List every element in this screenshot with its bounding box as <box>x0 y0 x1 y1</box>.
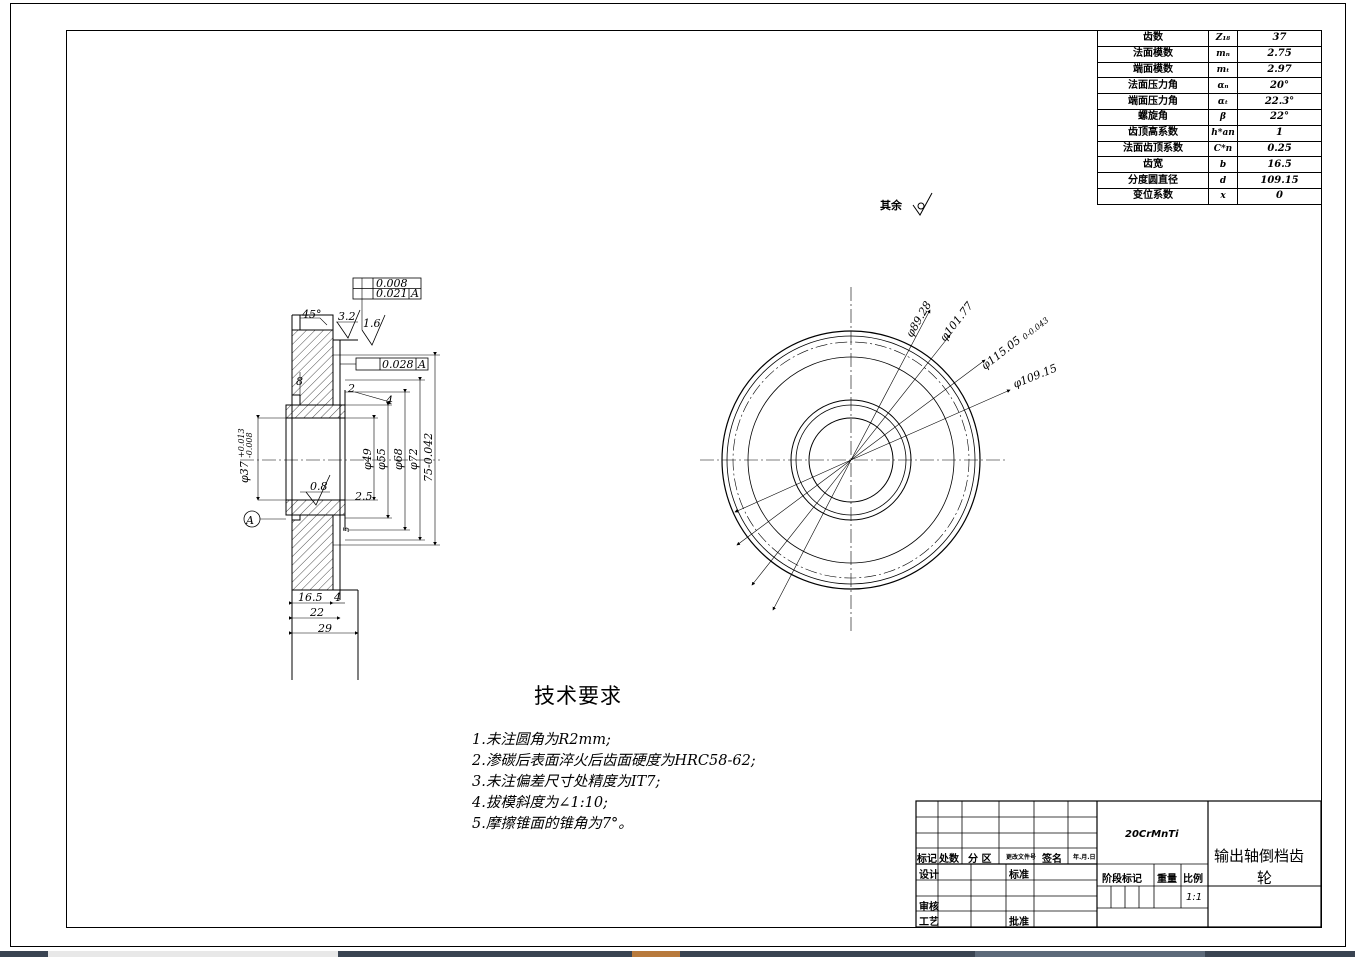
dia-10915-label: φ109.15 <box>1011 361 1059 390</box>
date-label: 年.月.日 <box>1073 854 1096 861</box>
dia-10177-label: φ101.77 <box>937 299 976 343</box>
dia-49-label: φ49 <box>361 448 374 470</box>
roughness-symbol <box>912 192 933 216</box>
review-label: 审核 <box>919 902 939 913</box>
part-name-line1: 输出轴倒档齿 <box>1214 847 1305 865</box>
taskbar-segment <box>632 951 680 957</box>
tech-item: 2.渗碳后表面淬火后齿面硬度为HRC58-62; <box>472 753 756 769</box>
change-doc-label: 更改文件号 <box>1006 854 1037 861</box>
outer-frame <box>10 3 1346 947</box>
dim-8-label: 8 <box>296 375 303 388</box>
roughness-32-label: 3.2 <box>338 310 356 323</box>
runout-tol-2: 0.021 <box>376 287 408 300</box>
dia-37-label: φ37 <box>238 461 251 483</box>
width-29-label: 29 <box>317 622 332 635</box>
zone-label: 分 区 <box>968 854 992 865</box>
material-label: 20CrMnTi <box>1125 829 1179 840</box>
dim-2-label: 2 <box>347 382 355 395</box>
dia-11505-tol: 0-0.043 <box>1021 316 1051 342</box>
mark-label: 标记 <box>917 854 937 865</box>
tech-item: 4.拔模斜度为∠1:10; <box>472 795 608 811</box>
width-22-label: 22 <box>309 606 324 619</box>
title-block: 20CrMnTi 输出轴倒档齿 轮 标记 处数 分 区 更改文件号 签名 年.月… <box>916 801 1321 928</box>
front-dim-labels: φ89.28 φ101.77 φ115.05 0-0.043 φ109.15 <box>903 299 1059 391</box>
approve-label: 批准 <box>1009 917 1029 928</box>
datum-ref-1: A <box>410 287 419 300</box>
datum-a-label: A <box>245 514 254 527</box>
param-value: 0 <box>1237 187 1322 205</box>
process-label: 工艺 <box>919 917 939 928</box>
chamfer-label: 45° <box>301 308 322 321</box>
title-block-grid <box>915 800 1322 928</box>
stage-label: 阶段标记 <box>1102 874 1142 885</box>
standard-label: 标准 <box>1009 870 1029 881</box>
surface-note-label: 其余 <box>880 199 902 212</box>
dia-75-label: 75-0.042 <box>422 433 435 482</box>
weight-label: 重量 <box>1157 874 1177 885</box>
tech-item: 3.未注偏差尺寸处精度为IT7; <box>472 774 661 790</box>
dia-8928-label: φ89.28 <box>903 299 934 339</box>
tech-list: 1.未注圆角为R2mm; 2.渗碳后表面淬火后齿面硬度为HRC58-62; 3.… <box>472 730 756 835</box>
tech-item: 5.摩擦锥面的锥角为7°。 <box>472 816 633 832</box>
taskbar-segment <box>48 951 338 957</box>
dia-11505-label: φ115.05 <box>979 334 1023 373</box>
datum-ref-2: A <box>417 358 426 371</box>
count-label: 处数 <box>939 854 959 865</box>
taskbar-segment <box>975 951 1205 957</box>
roughness-08-label: 0.8 <box>310 480 328 493</box>
section-view <box>240 277 440 680</box>
roughness-16-label: 1.6 <box>363 317 381 330</box>
scale-label: 1:1 <box>1186 892 1203 903</box>
dim-4-label: 4 <box>385 394 393 407</box>
dim-25-label: 2.5 <box>354 490 373 503</box>
dia-55-label: φ55 <box>375 448 388 470</box>
runout-tol-1: 0.008 <box>376 277 408 290</box>
surface-finish-note: 其余 <box>880 197 902 213</box>
tech-item: 1.未注圆角为R2mm; <box>472 732 611 748</box>
dim-5-label: 5 <box>342 527 351 532</box>
part-name-line2: 轮 <box>1257 869 1273 887</box>
sign-label: 签名 <box>1042 854 1062 865</box>
dia-37-tol-upper: +0.013 <box>237 428 246 458</box>
inner-frame <box>66 30 1322 928</box>
front-view <box>700 287 1011 632</box>
taskbar <box>0 951 1355 957</box>
tech-title: 技术要求 <box>534 684 622 708</box>
design-label: 设计 <box>919 870 939 881</box>
ratio-label: 比例 <box>1183 874 1203 885</box>
runout-tol-3: 0.028 <box>382 358 414 371</box>
width-4-label: 4 <box>333 591 341 604</box>
dia-68-label: φ68 <box>392 448 405 470</box>
dia-37-tol-lower: -0.008 <box>245 432 254 458</box>
width-165-label: 16.5 <box>298 591 323 604</box>
dia-72-label: φ72 <box>407 448 420 470</box>
section-dim-labels: 45° 3.2 1.6 0.008 0.021 A 0.028 A 8 2 4 … <box>237 277 435 635</box>
